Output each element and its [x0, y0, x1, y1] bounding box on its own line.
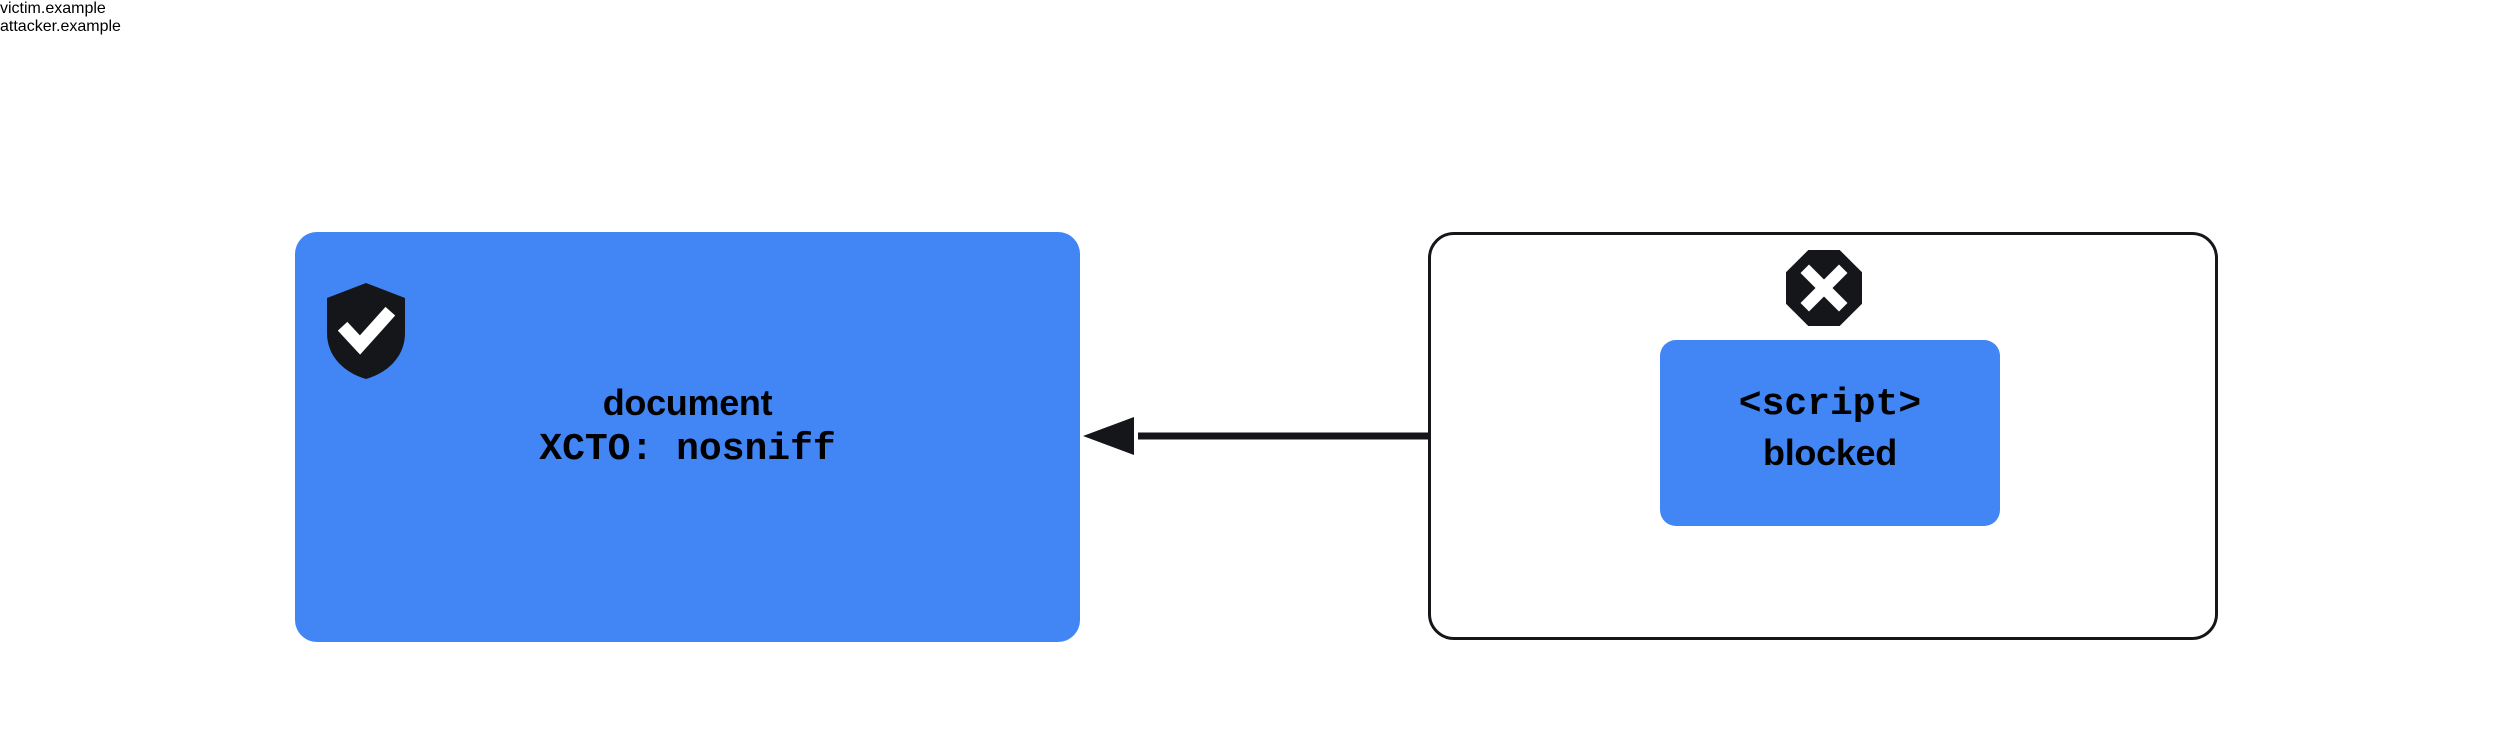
victim-resource-label: document [602, 382, 773, 423]
victim-header-label: XCTO: nosniff [539, 428, 836, 472]
victim-origin-label: victim.example [0, 0, 106, 17]
attacker-origin-label: attacker.example [0, 18, 121, 35]
blocked-script-text: <script> blocked [1660, 383, 2000, 473]
victim-origin-panel [295, 232, 1080, 642]
arrow-head [1083, 417, 1134, 455]
octagon-x-icon [1786, 250, 1862, 326]
shield-check-icon [327, 283, 405, 379]
script-status-label: blocked [1763, 431, 1897, 473]
script-tag-label: <script> [1738, 383, 1922, 426]
victim-document-text: document XCTO: nosniff [295, 382, 1080, 473]
blocked-script-box [1660, 340, 2000, 526]
